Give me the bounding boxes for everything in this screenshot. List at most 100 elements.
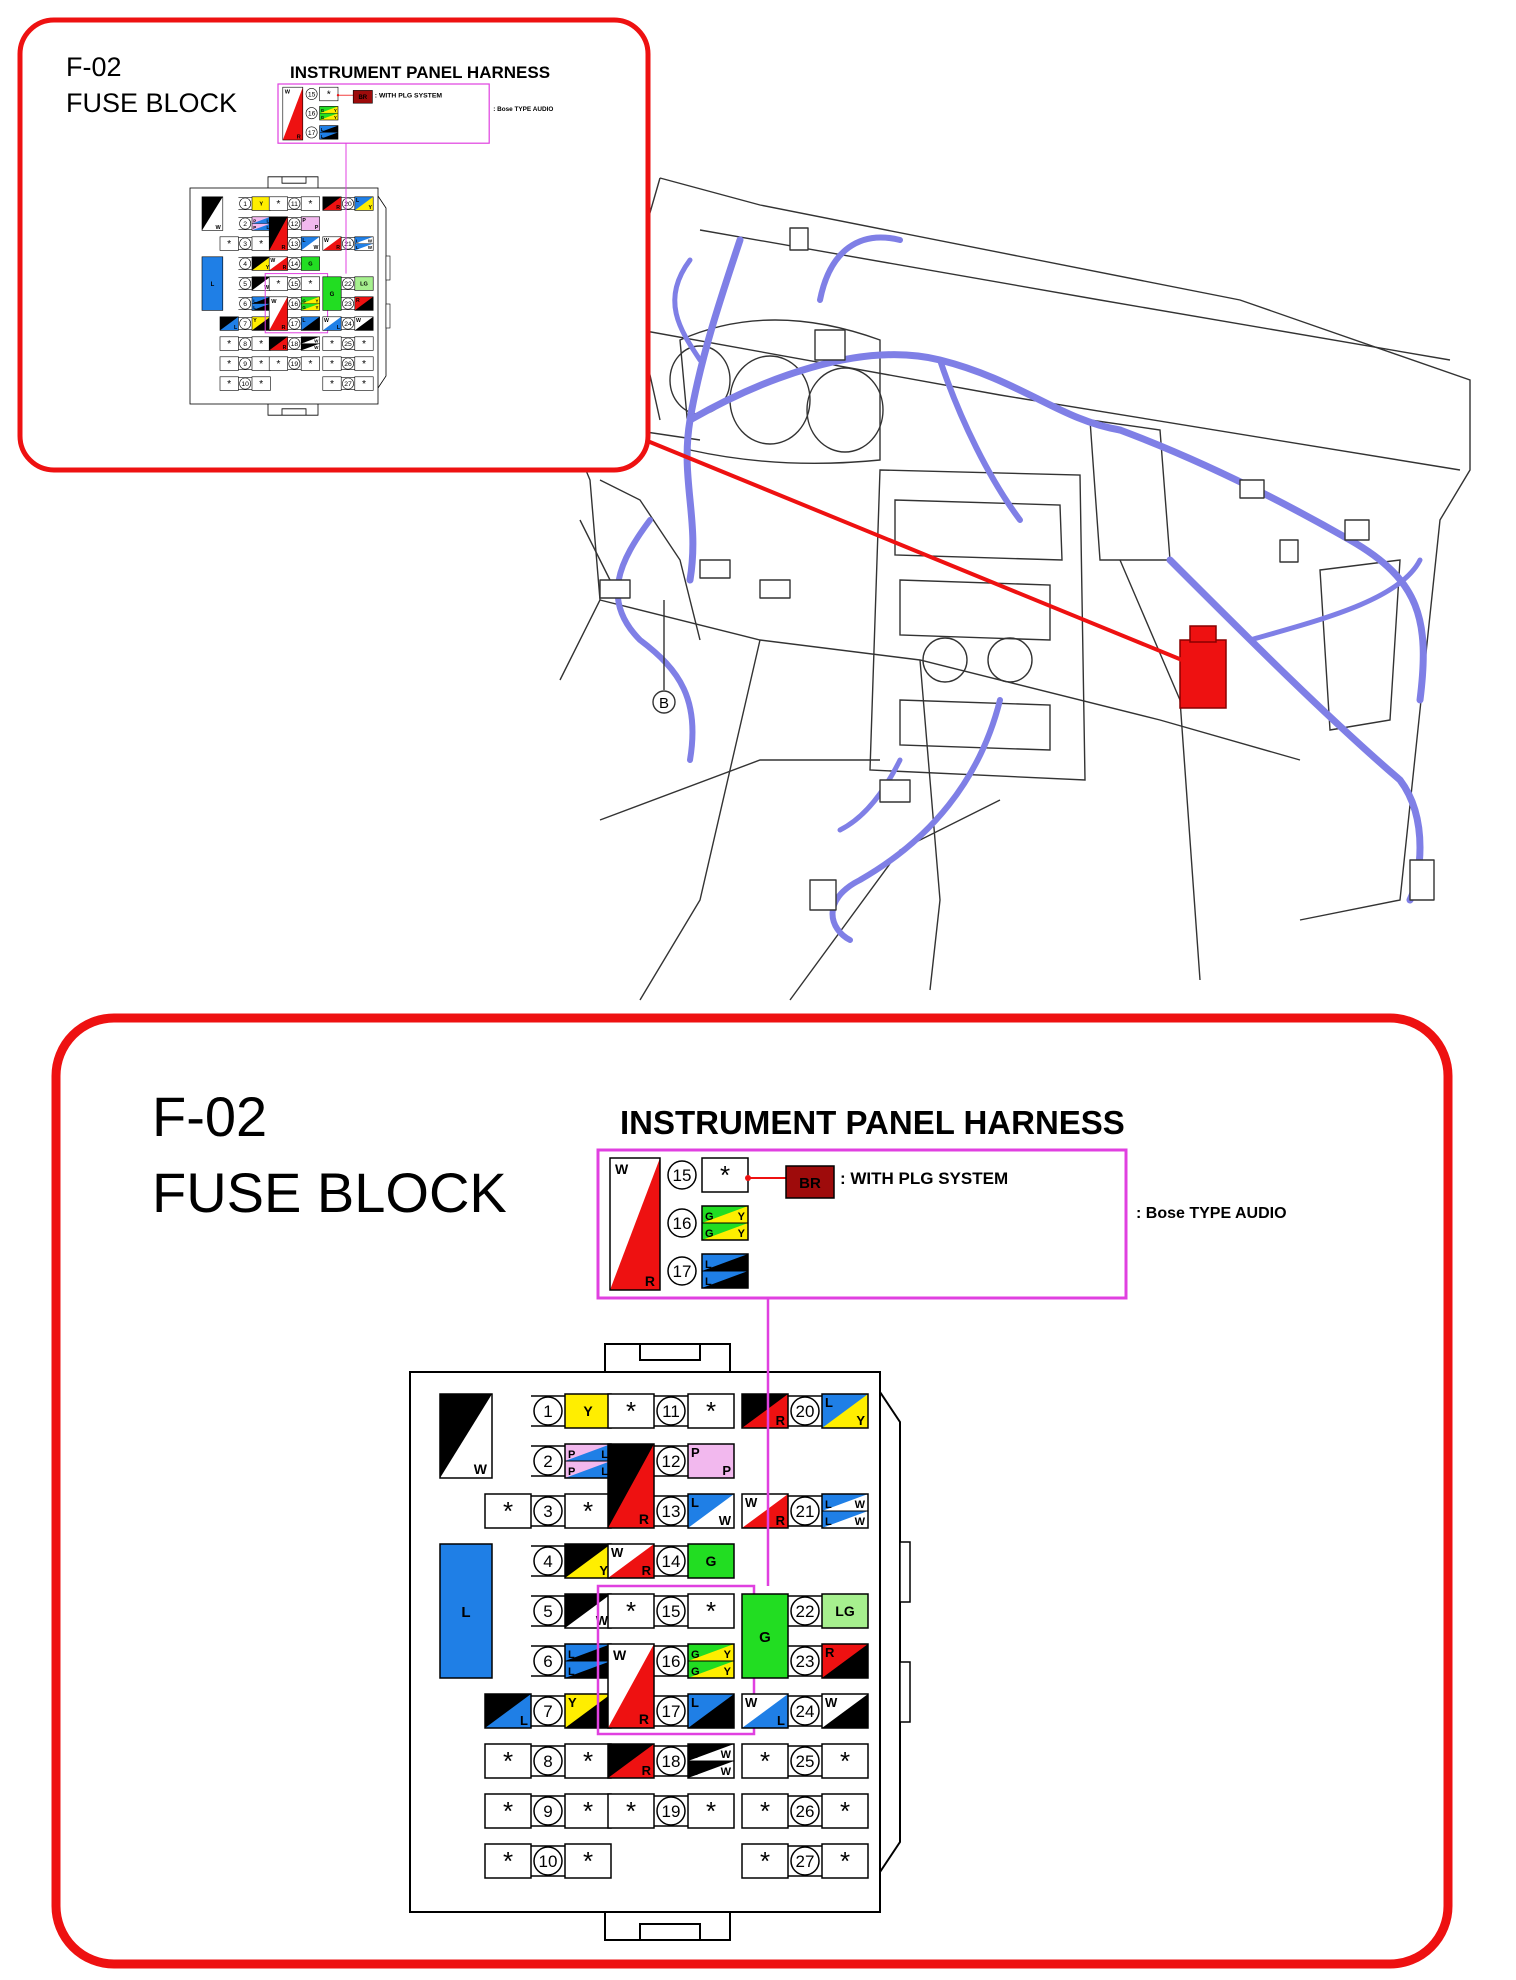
bose-pin-17-wire-half-code-a: L [321, 134, 324, 139]
callout-leader-line [644, 438, 1183, 662]
pin-row-25: *25* [322, 336, 374, 351]
pin-8-number: 8 [543, 1752, 552, 1771]
pin-10-number: 10 [241, 381, 249, 388]
pin-7-left-wire-tri [220, 316, 239, 331]
pin-25-right-empty-box [354, 336, 374, 351]
pin-14-left-wire-code-b: R [642, 1563, 652, 1578]
pin-20-right-wire-code-a: L [825, 1395, 833, 1410]
pin-26-number: 26 [344, 361, 352, 368]
pin-27-left-empty-box [741, 1843, 789, 1879]
pin-13-right-wire: LW [687, 1493, 735, 1529]
pin-13-right-wire: LW [300, 236, 320, 251]
bose-pin-15-empty-box [701, 1157, 749, 1193]
pin-22-circle [790, 1596, 820, 1626]
pin-8-number: 8 [243, 341, 247, 348]
pin-21-right-wire-half-code-b: W [368, 238, 373, 243]
pin-24-right-wire: WB [354, 316, 374, 331]
pin-25-number: 25 [344, 341, 352, 348]
pin-16-circle [667, 1208, 697, 1238]
pin-13-circle [656, 1496, 686, 1526]
pin-21-right-wire-half-code-a: L [356, 238, 359, 243]
pin-17-number: 17 [308, 130, 316, 137]
pin-17-right-wire-code-b: B [722, 1713, 731, 1728]
pin-16-right-wire-half-code-a: G [302, 305, 306, 310]
bottom-latch [604, 1912, 731, 1941]
pin-17-right-wire-tri [301, 316, 320, 331]
pin-18-left-wire-tri [608, 1744, 654, 1778]
pin-16-right-wire-half-code-b: Y [315, 298, 318, 303]
pin-18-right-wire-half-code-a: B [302, 338, 305, 343]
pin-row-3: *3* [219, 236, 271, 251]
pin-7-left-wire: BL [219, 316, 239, 331]
pin-22-right-wire-fill [821, 1593, 869, 1629]
pin-2-right-wire-half-tri [252, 223, 271, 231]
pin-20-left-wire-tri [742, 1394, 788, 1428]
pin-15-right-empty-mark: * [308, 279, 312, 290]
pin-1-circle [533, 1396, 563, 1426]
pin-5-circle [239, 277, 252, 290]
plg-code-swatch [352, 90, 373, 104]
pin-12-right-wire-border [300, 216, 320, 231]
pin-3-left-empty-mark: * [227, 239, 231, 250]
pin-row-11: *11* [268, 196, 320, 211]
pin-15-right-empty-box [300, 276, 320, 291]
pin-27-right-empty-mark: * [362, 379, 366, 390]
bose-pin-15-empty-mark: * [720, 1160, 730, 1190]
bose-feed-code-b: R [645, 1273, 655, 1289]
pin-3-right-empty-box [564, 1493, 612, 1529]
pin-13-right-wire-border [300, 236, 320, 251]
pin-5-right-wire-tri [565, 1594, 611, 1628]
pin-2-right-wire-half-tri [565, 1444, 611, 1461]
pin-14-right-wire-fill [687, 1543, 735, 1579]
pin-19-number: 19 [291, 361, 299, 368]
pin-24-right-wire-code-b: B [856, 1713, 865, 1728]
pin-7-right-wire-code-b: B [265, 325, 269, 331]
pin-24-left-wire-code-a: W [745, 1695, 758, 1710]
pin-17-number: 17 [662, 1702, 681, 1721]
pin-22-right-wire: LG [354, 276, 374, 291]
pin-20-left-wire-code-a: B [324, 198, 328, 204]
plg-note: : WITH PLG SYSTEM [840, 1169, 1008, 1188]
pin-24-left-wire-tri [322, 316, 342, 331]
bose-pin-17-wire-half-code-b: B [737, 1259, 745, 1271]
pin-12-right-wire-code-b: P [315, 225, 319, 231]
pin-18-right-wire-half-code-b: W [314, 345, 319, 350]
pin-4-right-wire-code-a: B [568, 1545, 577, 1560]
feed-pins-1-2-border [439, 1393, 493, 1479]
right-side-rail [377, 195, 387, 389]
pin-23-right-wire-code-b: B [856, 1663, 865, 1678]
pin-16-number: 16 [308, 111, 316, 118]
right-tab-upper [385, 255, 391, 281]
pin-17-right-wire-border [300, 316, 320, 331]
connector-code: F-02 [152, 1085, 267, 1148]
pin-2-right-wire-half-code-a: P [568, 1466, 575, 1478]
pin-24-circle [790, 1696, 820, 1726]
pin-11-number: 11 [291, 201, 298, 208]
pin-14-left-wire-code-a: W [270, 258, 275, 264]
pin-row-27: *27* [322, 376, 374, 391]
plg-code: BR [358, 95, 367, 101]
instrument-panel-harness-path [599, 227, 1435, 943]
bose-pin-16-wire-half-code-a: G [321, 108, 325, 113]
pin-row-19: *19* [607, 1793, 735, 1829]
feed-pins-16-17-code-b: R [282, 325, 286, 331]
pin-12-number: 12 [291, 221, 299, 228]
pin-18-right-wire-half-code-a: B [691, 1749, 699, 1761]
pin-25-left-empty-box [322, 336, 342, 351]
feed-pins-4-6-label: L [211, 282, 215, 288]
pin-17-right-wire-tri [688, 1694, 734, 1728]
pin-22-right-wire: LG [821, 1593, 869, 1629]
pin-row-10: *10* [219, 376, 271, 391]
pin-10-right-empty-mark: * [583, 1846, 593, 1876]
pin-21-left-wire-code-a: W [324, 238, 329, 244]
